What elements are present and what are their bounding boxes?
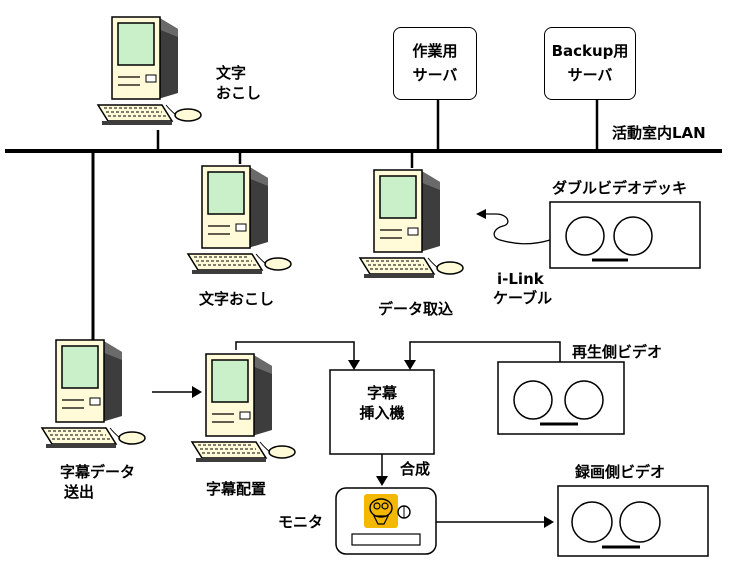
pc-send-label-1: 字幕データ bbox=[60, 463, 136, 481]
backup-server-box: Backup用 サーバ bbox=[544, 27, 636, 100]
pc-data-import-icon bbox=[359, 169, 464, 279]
pc-subtitle-place-icon bbox=[191, 353, 296, 463]
pc-place-label: 字幕配置 bbox=[206, 480, 267, 498]
playback-video-label: 再生側ビデオ bbox=[572, 343, 663, 361]
work-server-box: 作業用 サーバ bbox=[393, 27, 477, 100]
pc-transcribe-top-icon bbox=[97, 16, 202, 126]
record-video-deck bbox=[557, 485, 709, 557]
pc-send-label-2: 送出 bbox=[64, 483, 95, 501]
pc-subtitle-send-icon bbox=[41, 339, 146, 449]
inserter-label-2: 挿入機 bbox=[359, 404, 405, 422]
inserter-label-1: 字幕 bbox=[366, 384, 397, 402]
double-video-deck bbox=[549, 201, 701, 269]
pc-top-label-1: 文字 bbox=[216, 64, 247, 82]
ilink-cable bbox=[478, 213, 551, 245]
mascot-icon bbox=[364, 494, 411, 528]
double-video-label: ダブルビデオデッキ bbox=[552, 179, 688, 197]
subtitle-inserter bbox=[329, 369, 435, 455]
pc-top-label-2: おこし bbox=[216, 84, 262, 102]
pc-mid1-label: 文字おこし bbox=[199, 290, 275, 308]
backup-server-label-2: サーバ bbox=[567, 66, 613, 84]
ilink-label-1: i-Link bbox=[497, 270, 544, 288]
lan-label: 活動室内LAN bbox=[612, 124, 706, 142]
composite-label: 合成 bbox=[400, 460, 431, 478]
ilink-label-2: ケーブル bbox=[493, 289, 553, 307]
pc-transcribe-mid-icon bbox=[187, 165, 292, 275]
backup-server-label-1: Backup用 bbox=[551, 42, 629, 60]
work-server-label-2: サーバ bbox=[412, 66, 458, 84]
record-video-label: 録画側ビデオ bbox=[575, 463, 666, 481]
pc-mid2-label: データ取込 bbox=[378, 300, 454, 318]
work-server-label-1: 作業用 bbox=[412, 42, 458, 60]
monitor-label: モニタ bbox=[278, 513, 324, 531]
